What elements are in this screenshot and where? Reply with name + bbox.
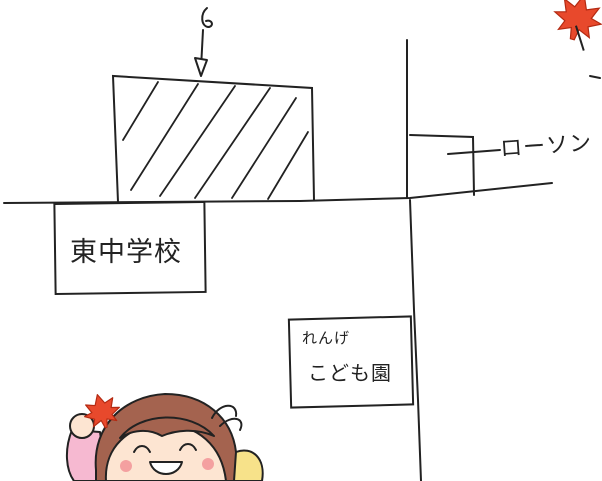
kindergarten-label-line2: こども園 (308, 361, 392, 385)
hatching (122, 81, 309, 200)
maple-leaf-icon (553, 0, 602, 51)
vertical-road-lower (409, 199, 422, 481)
school-outline (111, 74, 315, 203)
school-label-box (53, 200, 207, 296)
school-building (111, 74, 315, 203)
arrow-down-icon (194, 7, 213, 77)
kindergarten-box (287, 315, 415, 409)
decor-stroke (589, 75, 601, 79)
school-label: 東中学校 (70, 237, 182, 268)
lawson-store (409, 134, 501, 196)
lawson-label: ローソン (499, 130, 593, 163)
child-character-icon (66, 393, 264, 481)
kindergarten-label-line1: れんげ (302, 329, 351, 347)
horizontal-road (3, 182, 553, 204)
roads (3, 39, 553, 481)
